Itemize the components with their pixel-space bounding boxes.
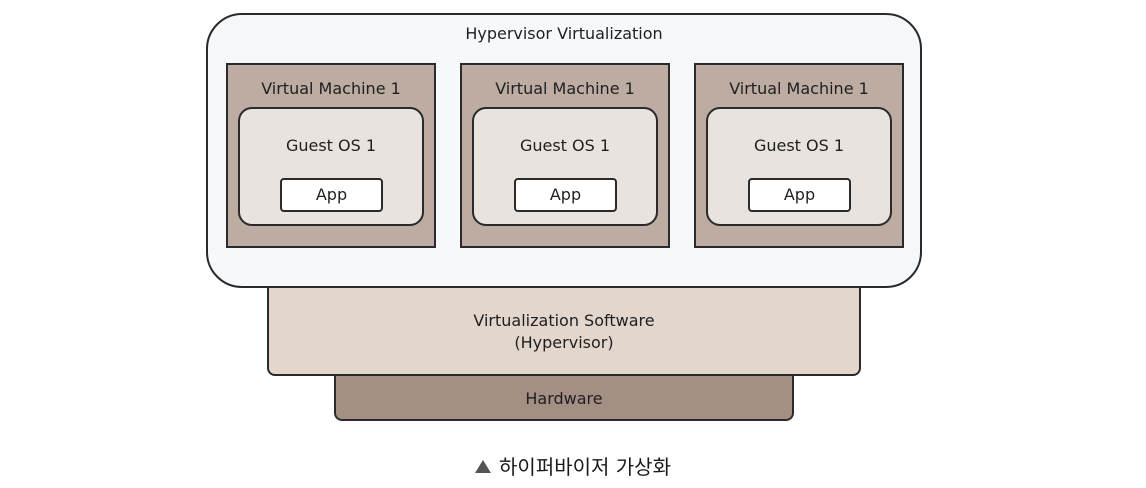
virtual-machine-2: Virtual Machine 1 Guest OS 1 App [460,63,670,248]
app-box: App [748,178,851,212]
virtual-machine-1: Virtual Machine 1 Guest OS 1 App [226,63,436,248]
vm-title: Virtual Machine 1 [495,79,635,98]
hardware-layer: Hardware [334,372,794,421]
hypervisor-label-line1: Virtualization Software [473,311,655,330]
hypervisor-virtualization-box: Hypervisor Virtualization Virtual Machin… [206,13,922,288]
guest-os-title: Guest OS 1 [519,136,611,155]
vm-title: Virtual Machine 1 [729,79,869,98]
hypervisor-label: Virtualization Software (Hypervisor) [269,310,859,354]
guest-os-title: Guest OS 1 [285,136,377,155]
hypervisor-label-line2: (Hypervisor) [514,333,614,352]
guest-os-title: Guest OS 1 [753,136,845,155]
app-box: App [514,178,617,212]
hardware-label: Hardware [525,389,603,408]
virtual-machine-3: Virtual Machine 1 Guest OS 1 App [694,63,904,248]
figure-caption: 하이퍼바이저 가상화 [0,451,1146,480]
guest-os-box: Guest OS 1 App [706,107,892,226]
guest-os-box: Guest OS 1 App [238,107,424,226]
app-box: App [280,178,383,212]
virtualization-title: Hypervisor Virtualization [465,24,663,43]
vm-title: Virtual Machine 1 [261,79,401,98]
caption-text: 하이퍼바이저 가상화 [499,455,671,479]
guest-os-box: Guest OS 1 App [472,107,658,226]
triangle-up-icon [475,460,492,473]
